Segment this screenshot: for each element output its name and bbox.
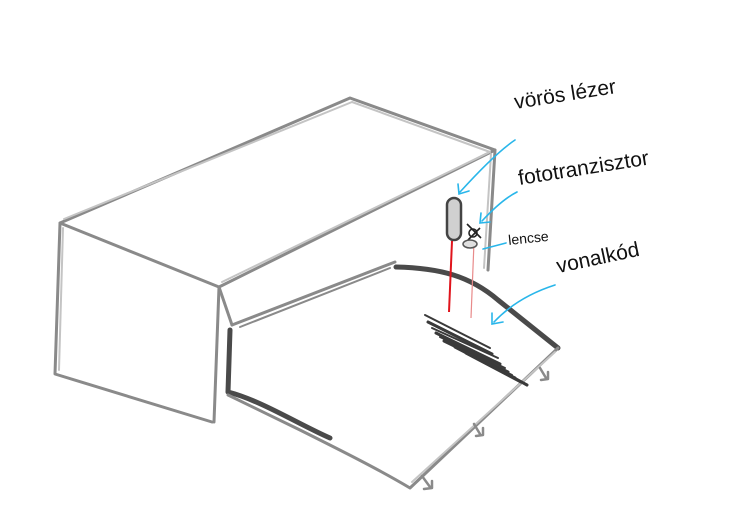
box-left-face (53, 221, 221, 424)
paper-slot (225, 260, 397, 441)
pointer-phototransistor (481, 191, 518, 222)
motion-arrows (420, 366, 550, 491)
pointer-lens (482, 242, 507, 250)
barcode-lines (424, 314, 529, 387)
paper-sheet (226, 264, 561, 490)
lens-icon (462, 239, 478, 249)
pointer-barcode (493, 284, 556, 323)
laser-module (445, 196, 463, 313)
arrowhead-barcode (491, 312, 504, 325)
pointer-red-laser (459, 139, 516, 193)
phototransistor-icon (466, 223, 482, 319)
laser-beam (448, 240, 453, 313)
arrowhead-phototransistor (479, 212, 491, 224)
arrowhead-red-laser (457, 183, 470, 196)
box-top-face (58, 96, 497, 289)
label-lens: lencse (507, 227, 550, 248)
